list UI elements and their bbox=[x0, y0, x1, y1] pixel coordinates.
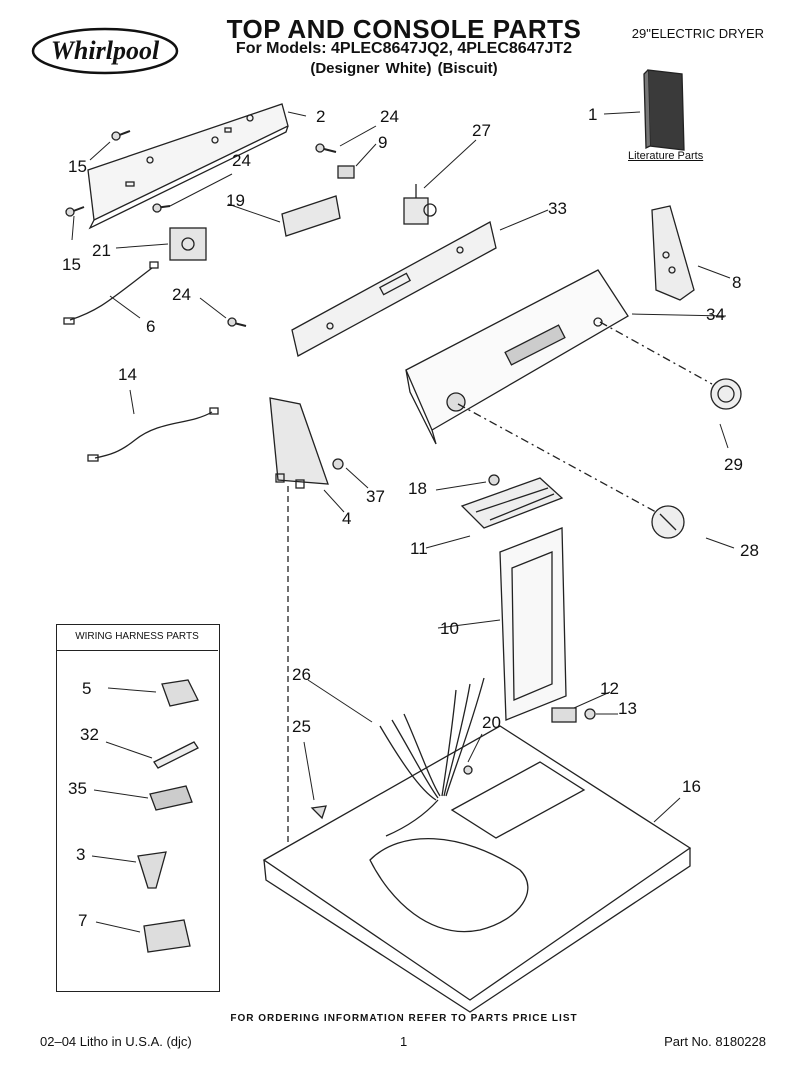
console-bracket bbox=[87, 103, 289, 230]
end-cap-8 bbox=[651, 205, 695, 301]
bracket-12 bbox=[551, 707, 577, 723]
knob-28 bbox=[651, 505, 685, 539]
callout-16: 16 bbox=[682, 777, 701, 796]
page-number: 1 bbox=[400, 1034, 408, 1049]
callout-11: 11 bbox=[410, 539, 428, 558]
switch-27 bbox=[403, 184, 437, 225]
callout-24: 24 bbox=[380, 107, 399, 126]
wiring-harness-box bbox=[56, 624, 220, 992]
screw-20 bbox=[463, 765, 473, 775]
whirlpool-logo: Whirlpool bbox=[31, 27, 179, 75]
wire-harness-lower bbox=[369, 838, 529, 933]
timer-21 bbox=[169, 227, 207, 261]
top-panel-16 bbox=[262, 725, 692, 1013]
part-3-clip bbox=[137, 851, 167, 889]
console-front-panel bbox=[405, 269, 629, 445]
knob-29 bbox=[710, 378, 742, 410]
wire-14 bbox=[87, 407, 219, 462]
callout-21: 21 bbox=[92, 241, 111, 260]
callout-8: 8 bbox=[732, 273, 741, 292]
callout-4: 4 bbox=[342, 509, 351, 528]
part-32-terminal bbox=[153, 741, 199, 769]
callout-15: 15 bbox=[68, 157, 87, 176]
screw-37 bbox=[332, 458, 344, 470]
screw-24-c bbox=[227, 317, 247, 327]
screw-24-b bbox=[152, 203, 171, 213]
clip-25 bbox=[310, 805, 327, 820]
model-numbers: For Models: 4PLEC8647JQ2, 4PLEC8647JT2 bbox=[235, 40, 573, 57]
callout-27: 27 bbox=[472, 121, 491, 140]
page-title: TOP AND CONSOLE PARTS bbox=[226, 14, 582, 44]
end-cap-4 bbox=[269, 397, 329, 489]
duct-10 bbox=[499, 527, 567, 721]
literature-parts-label: Literature Parts bbox=[628, 150, 704, 162]
screw-15-bottom bbox=[65, 206, 85, 217]
callout-20: 20 bbox=[482, 713, 501, 732]
ordering-info: FOR ORDERING INFORMATION REFER TO PARTS … bbox=[230, 1013, 578, 1024]
wire-6 bbox=[63, 261, 159, 325]
callout-32: 32 bbox=[80, 725, 99, 744]
callout-33: 33 bbox=[548, 199, 567, 218]
callout-12: 12 bbox=[600, 679, 619, 698]
callout-10: 10 bbox=[440, 619, 459, 638]
part-7-block bbox=[143, 919, 191, 953]
callout-3: 3 bbox=[76, 845, 85, 864]
callout-18: 18 bbox=[408, 479, 427, 498]
callout-26: 26 bbox=[292, 665, 311, 684]
callout-14: 14 bbox=[118, 365, 137, 384]
callout-2: 2 bbox=[316, 107, 325, 126]
callout-24: 24 bbox=[172, 285, 191, 304]
callout-13: 13 bbox=[618, 699, 637, 718]
screw-18 bbox=[488, 474, 500, 486]
callout-34: 34 bbox=[706, 305, 725, 324]
callout-1: 1 bbox=[588, 105, 597, 124]
switch-19 bbox=[281, 195, 341, 237]
callout-37: 37 bbox=[366, 487, 385, 506]
callout-15: 15 bbox=[62, 255, 81, 274]
callout-24: 24 bbox=[232, 151, 251, 170]
clip-9 bbox=[337, 165, 355, 179]
callout-29: 29 bbox=[724, 455, 743, 474]
callout-7: 7 bbox=[78, 911, 87, 930]
callout-9: 9 bbox=[378, 133, 387, 152]
litho-info: 02–04 Litho in U.S.A. (djc) bbox=[40, 1034, 192, 1049]
callout-6: 6 bbox=[146, 317, 155, 336]
screw-24-a bbox=[315, 143, 337, 153]
svg-text:Whirlpool: Whirlpool bbox=[51, 36, 160, 65]
screw-13 bbox=[584, 708, 596, 720]
part-number: Part No. 8180228 bbox=[664, 1034, 766, 1049]
model-colors: (Designer White) (Biscuit) bbox=[310, 60, 498, 77]
screw-15-top bbox=[111, 130, 131, 141]
wire-harness-26 bbox=[379, 677, 485, 837]
wiring-harness-title: WIRING HARNESS PARTS bbox=[56, 624, 218, 651]
product-type: 29"ELECTRIC DRYER bbox=[631, 26, 764, 41]
callout-19: 19 bbox=[226, 191, 245, 210]
part-5-connector bbox=[161, 679, 199, 707]
console-inner-panel bbox=[291, 221, 497, 357]
callout-35: 35 bbox=[68, 779, 87, 798]
callout-5: 5 bbox=[82, 679, 91, 698]
callout-25: 25 bbox=[292, 717, 311, 736]
literature-booklet bbox=[643, 69, 685, 151]
duct-cover-11 bbox=[460, 477, 564, 529]
part-35-connector bbox=[149, 785, 193, 811]
callout-28: 28 bbox=[740, 541, 759, 560]
